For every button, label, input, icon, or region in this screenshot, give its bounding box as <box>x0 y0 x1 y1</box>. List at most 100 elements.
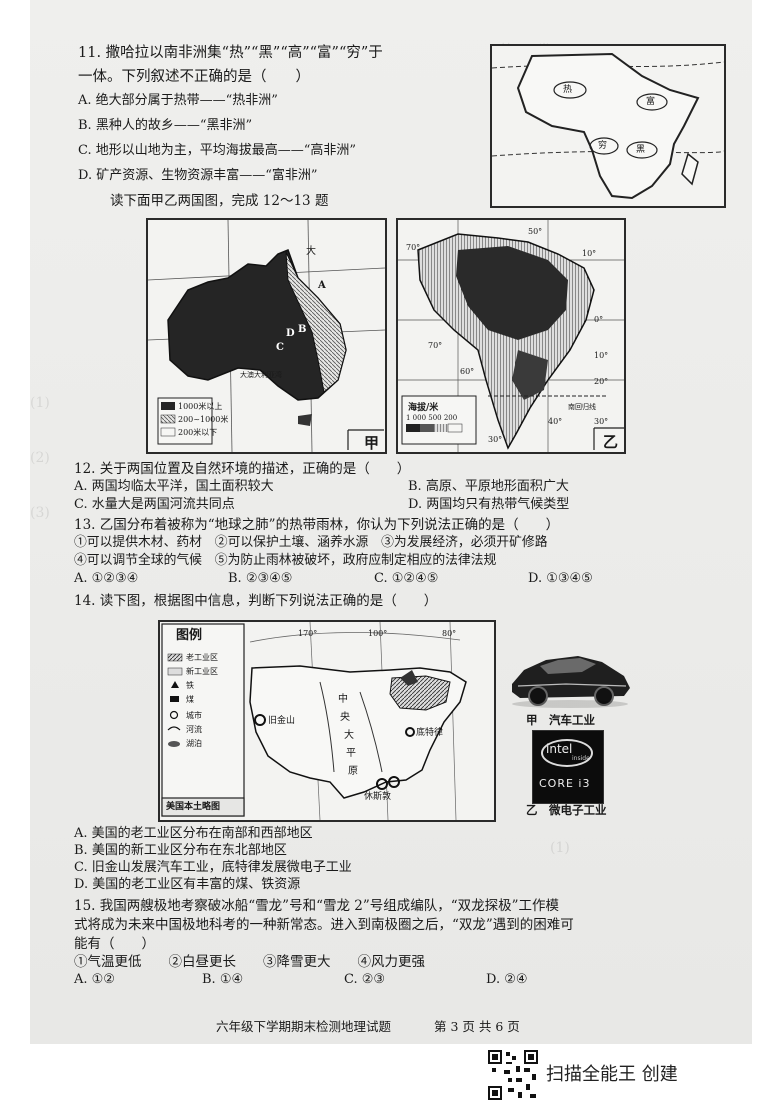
map-yi-lat-5: 10° <box>594 351 609 360</box>
bleed-through-text: (1) <box>30 395 50 411</box>
map-yi-lat-7: 30° <box>594 417 609 426</box>
q14-option-c: C. 旧金山发展汽车工业，底特律发展微电子工业 <box>74 860 352 875</box>
map-yi-tropic-label: 南回归线 <box>568 403 596 411</box>
q13-statements-2: ④可以调节全球的气候 ⑤为防止雨林被破坏，政府应制定相应的法律法规 <box>74 553 497 568</box>
intel-brand: intel <box>546 742 573 756</box>
us-map: 图例 老工业区 新工业区 铁 煤 城市 河流 湖泊 美国本土略图 170° 10… <box>158 620 496 822</box>
q11-option-a: A. 绝大部分属于热带——“热非洲” <box>78 93 278 108</box>
map-yi-lat-2: 50° <box>528 227 543 236</box>
q14-stem: 14. 读下图，根据图中信息，判断下列说法正确的是（ ） <box>74 593 438 609</box>
map-jia-caption: 甲 <box>364 434 380 452</box>
q14-option-b: B. 美国的新工业区分布在东北部地区 <box>74 843 287 858</box>
africa-label-black: 黑 <box>636 145 646 155</box>
q11-option-d: D. 矿产资源、生物资源丰富——“富非洲” <box>78 168 318 183</box>
map-jia-letter-b: B <box>298 324 307 335</box>
q13-option-c: C. ①②④⑤ <box>374 571 439 586</box>
bleed-through-text: (3) <box>30 505 50 521</box>
intel-model: CORE i3 <box>539 777 591 790</box>
q13-option-a: A. ①②③④ <box>74 571 139 586</box>
usa-outline-icon <box>161 622 467 820</box>
q12-option-b: B. 高原、平原地形面积广大 <box>408 479 569 494</box>
map-jia-bight-label: 大澳大利亚湾 <box>240 371 282 379</box>
africa-label-hot: 热 <box>563 85 573 95</box>
intel-inside: inside <box>572 755 590 762</box>
map-jia-legend-1: 1000米以上 <box>178 402 223 411</box>
q13-stem: 13. 乙国分布着被称为“地球之肺”的热带雨林，你认为下列说法正确的是（ ） <box>74 517 560 533</box>
brazil-outline-icon <box>398 220 624 452</box>
q14-option-d: D. 美国的老工业区有丰富的煤、铁资源 <box>74 877 301 892</box>
map-jia-australia: 大 A B C D 大澳大利亚湾 1000米以上 200~1000米 200米以… <box>146 218 387 454</box>
bleed-through-text: (1) <box>550 840 570 856</box>
q15-option-d: D. ②④ <box>486 972 528 987</box>
map-yi-legend-title: 海拔/米 <box>408 403 439 413</box>
q15-option-a: A. ①② <box>74 972 115 987</box>
africa-label-rich: 富 <box>646 97 656 107</box>
us-legend-lake: 湖泊 <box>186 739 202 748</box>
map-yi-lat-1: 70° <box>406 243 421 252</box>
q11-option-c: C. 地形以山地为主，平均海拔最高——“高非洲” <box>78 143 357 158</box>
car-image <box>506 640 634 710</box>
map-yi-brazil: 70° 50° 10° 0° 10° 20° 30° 60° 40° 30° 7… <box>396 218 626 454</box>
exam-page: 第 二 卷 (1) (2) (3) (1) 11. 撒哈拉以南非洲集“热”“黑”… <box>30 0 752 1044</box>
q12-option-d: D. 两国均只有热带气候类型 <box>408 497 570 512</box>
qr-code-icon <box>488 1050 538 1100</box>
q11-stem-cont: 一体。下列叙述不正确的是（ ） <box>78 69 310 85</box>
us-legend-coal: 煤 <box>186 695 194 704</box>
chip-caption: 乙 微电子工业 <box>526 803 607 817</box>
q11-option-b: B. 黑种人的故乡——“黑非洲” <box>78 118 253 133</box>
city-label-san-francisco: 旧金山 <box>268 716 296 726</box>
us-map-caption: 美国本土略图 <box>166 802 221 812</box>
map-yi-lat-11: 70° <box>428 341 443 350</box>
q15-option-c: C. ②③ <box>344 972 386 987</box>
intel-chip-image: intel inside CORE i3 <box>532 730 604 804</box>
africa-label-poor: 穷 <box>598 141 608 151</box>
map-yi-lat-10: 30° <box>488 435 503 444</box>
map-jia-legend-3: 200米以下 <box>178 428 218 437</box>
q11-stem: 11. 撒哈拉以南非洲集“热”“黑”“高”“富”“穷”于 <box>78 45 383 61</box>
us-legend-new-industry: 新工业区 <box>186 667 218 676</box>
map-yi-lat-8: 60° <box>460 367 475 376</box>
map-yi-caption: 乙 <box>603 433 619 451</box>
plain-label-zhong: 中 <box>338 694 348 705</box>
map-jia-letter-c: C <box>276 342 284 353</box>
us-lon-100: 100° <box>368 629 388 638</box>
q15-statements: ①气温更低 ②白昼更长 ③降雪更大 ④风力更强 <box>74 954 425 970</box>
map-yi-lat-4: 0° <box>594 315 604 324</box>
car-caption: 甲 汽车工业 <box>526 713 595 727</box>
q12-option-a: A. 两国均临太平洋，国土面积较大 <box>74 479 274 494</box>
us-legend-city: 城市 <box>186 711 202 720</box>
us-legend-old-industry: 老工业区 <box>186 653 218 662</box>
q13-statements-1: ①可以提供木材、药材 ②可以保护土壤、涵养水源 ③为发展经济，必须开矿修路 <box>74 535 548 550</box>
intro-12-13: 读下面甲乙两国图，完成 12～13 题 <box>110 193 329 209</box>
map-yi-lat-9: 40° <box>548 417 563 426</box>
africa-outline-icon <box>492 52 724 200</box>
footer-title: 六年级下学期期末检测地理试题 <box>216 1019 392 1034</box>
city-label-houston: 休斯敦 <box>364 792 392 802</box>
map-jia-legend-2: 200~1000米 <box>178 415 229 424</box>
us-legend-iron: 铁 <box>186 681 194 690</box>
plain-label-da: 大 <box>344 730 354 741</box>
car-icon <box>512 656 630 708</box>
footer-page-number: 第 3 页 共 6 页 <box>434 1019 520 1034</box>
us-map-legend-title: 图例 <box>176 628 203 643</box>
africa-map: 热 富 穷 黑 <box>490 44 726 208</box>
map-jia-label-da: 大 <box>306 246 316 257</box>
map-yi-lat-3: 10° <box>582 249 597 258</box>
q14-option-a: A. 美国的老工业区分布在南部和西部地区 <box>74 826 313 841</box>
plain-label-yuan: 原 <box>348 766 358 777</box>
map-jia-letter-d: D <box>286 328 295 339</box>
q15-stem-cont: 式将成为未来中国极地科考的一种新常态。进入到南极圈之后，“双龙”遇到的困难可 <box>74 917 574 933</box>
plain-label-ping: 平 <box>346 748 356 759</box>
map-jia-letter-a: A <box>318 280 326 291</box>
us-legend-river: 河流 <box>186 725 202 734</box>
bleed-through-text: (2) <box>30 450 50 466</box>
q15-option-b: B. ①④ <box>202 972 244 987</box>
us-lon-80: 80° <box>442 629 457 638</box>
q13-option-d: D. ①③④⑤ <box>528 571 593 586</box>
map-yi-lat-6: 20° <box>594 377 609 386</box>
q12-option-c: C. 水量大是两国河流共同点 <box>74 497 235 512</box>
q12-stem: 12. 关于两国位置及自然环境的描述，正确的是（ ） <box>74 461 411 477</box>
australia-outline-icon <box>148 220 385 452</box>
city-label-detroit: 底特律 <box>416 728 444 738</box>
q13-option-b: B. ②③④⑤ <box>228 571 293 586</box>
